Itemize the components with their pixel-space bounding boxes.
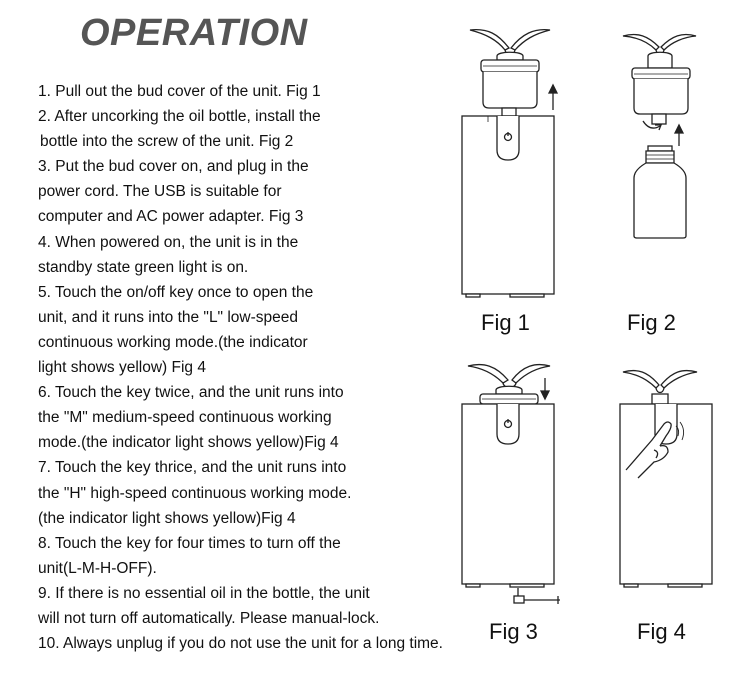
instruction-list: 1. Pull out the bud cover of the unit. F… bbox=[38, 79, 478, 656]
step-2: 2. After uncorking the oil bottle, insta… bbox=[38, 108, 321, 126]
step-7-cont-2: (the indicator light shows yellow)Fig 4 bbox=[38, 509, 296, 527]
step-6-cont-2: mode.(the indicator light shows yellow)F… bbox=[38, 434, 339, 452]
step-4-cont: standby state green light is on. bbox=[38, 258, 249, 276]
step-9-cont: will not turn off automatically. Please … bbox=[38, 609, 380, 627]
step-7-cont-1: the "H" high-speed continuous working mo… bbox=[38, 484, 352, 502]
fig2-illustration bbox=[622, 33, 697, 239]
step-7: 7. Touch the key thrice, and the unit ru… bbox=[38, 459, 347, 477]
fig1-caption: Fig 1 bbox=[481, 310, 530, 335]
step-1: 1. Pull out the bud cover of the unit. F… bbox=[38, 83, 321, 100]
step-5-cont-3: light shows yellow) Fig 4 bbox=[38, 359, 206, 377]
step-3-cont-1: power cord. The USB is suitable for bbox=[38, 183, 282, 201]
fig1-illustration bbox=[461, 28, 559, 298]
step-5-cont-1: unit, and it runs into the "L" low-speed bbox=[38, 308, 299, 326]
step-3-cont-2: computer and AC power adapter. Fig 3 bbox=[38, 208, 304, 226]
fig3-caption: Fig 3 bbox=[489, 619, 538, 644]
step-6: 6. Touch the key twice, and the unit run… bbox=[38, 384, 344, 402]
step-3: 3. Put the bud cover on, and plug in the bbox=[38, 158, 309, 176]
page-title: OPERATION bbox=[80, 12, 308, 54]
fig4-caption: Fig 4 bbox=[637, 619, 686, 644]
step-4: 4. When powered on, the unit is in the bbox=[38, 233, 299, 251]
step-6-cont-1: the "M" medium-speed continuous working bbox=[38, 409, 332, 427]
fig2-caption: Fig 2 bbox=[627, 310, 676, 335]
fig3-illustration bbox=[461, 363, 560, 604]
step-9: 9. If there is no essential oil in the b… bbox=[38, 584, 370, 602]
step-10: 10. Always unplug if you do not use the … bbox=[38, 635, 443, 653]
fig4-illustration bbox=[619, 369, 713, 588]
step-5: 5. Touch the on/off key once to open the bbox=[38, 283, 314, 301]
step-2-cont: bottle into the screw of the unit. Fig 2 bbox=[40, 133, 294, 151]
step-8: 8. Touch the key for four times to turn … bbox=[38, 534, 341, 552]
step-5-cont-2: continuous working mode.(the indicator bbox=[38, 333, 308, 351]
step-8-cont: unit(L-M-H-OFF). bbox=[38, 559, 157, 577]
